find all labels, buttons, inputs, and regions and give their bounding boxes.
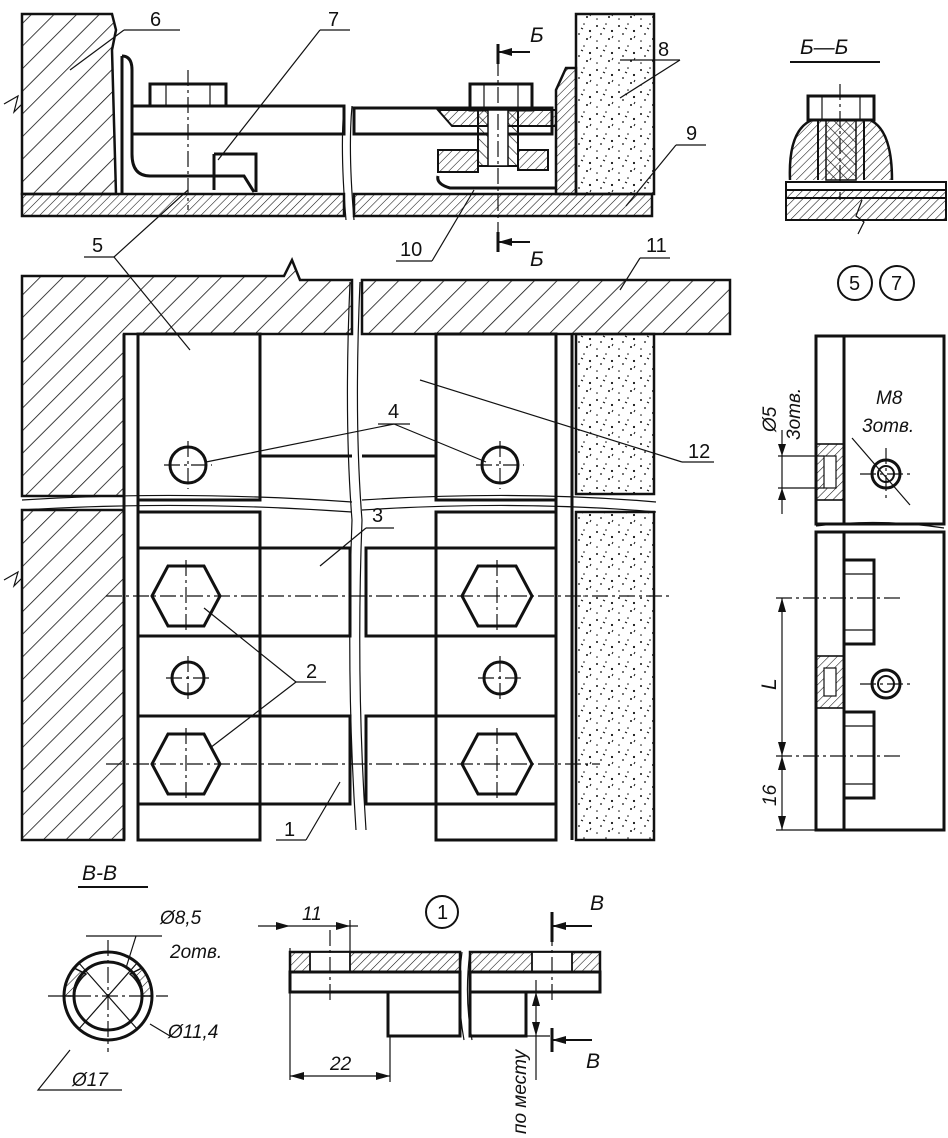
callout-6: 6	[150, 9, 161, 31]
section-vv-title: В-В	[82, 862, 117, 885]
dim-holes3a: 3отв.	[784, 388, 805, 440]
dim-11: 11	[302, 904, 322, 925]
plan-view	[3, 29, 732, 842]
bracket-right	[554, 66, 578, 196]
base-plate-left	[20, 192, 346, 218]
section-labels: Б Б Б—Б В В В-В 5 7 1	[82, 24, 902, 1073]
dim-d5: Ø5	[760, 406, 781, 433]
dimension-labels: Ø5 3отв. М8 3отв. L 16 Ø8,5 2отв. Ø11,4 …	[71, 388, 914, 1134]
dim-d114: Ø11,4	[167, 1022, 218, 1043]
insulation-8	[574, 12, 656, 196]
dim-d85: Ø8,5	[159, 908, 202, 929]
callout-3: 3	[372, 505, 383, 527]
wall-left-lower	[20, 508, 126, 842]
section-bb-title: Б—Б	[800, 36, 848, 59]
top-section-view	[3, 12, 656, 252]
callout-11: 11	[646, 235, 667, 257]
bolt-head-right	[468, 82, 534, 112]
callout-labels: 6 7 8 9 10 5 11 4 12 3 2 1	[92, 9, 710, 841]
callout-12: 12	[688, 441, 710, 463]
callout-10: 10	[400, 239, 422, 261]
callout-4: 4	[388, 401, 399, 423]
dim-pomestu: по месту	[510, 1048, 531, 1134]
circled-1: 1	[437, 902, 448, 924]
dim-22: 22	[329, 1054, 352, 1075]
part-1-detail	[258, 895, 602, 1082]
section-v-top: В	[590, 892, 604, 915]
callout-8: 8	[658, 39, 669, 61]
base-plate-right	[352, 192, 654, 218]
circled-7: 7	[891, 273, 902, 295]
wall-11-left	[20, 256, 354, 498]
dim-16: 16	[760, 784, 781, 806]
section-v-bottom: В	[586, 1050, 600, 1073]
callout-2: 2	[306, 661, 317, 683]
section-b-top: Б	[530, 24, 544, 47]
section-b-bottom: Б	[530, 248, 544, 271]
dim-d17: Ø17	[71, 1070, 109, 1091]
section-bb	[785, 61, 947, 301]
callout-5: 5	[92, 235, 103, 257]
bracket-left	[121, 54, 256, 193]
callout-1: 1	[284, 819, 295, 841]
dim-holes2: 2отв.	[169, 942, 222, 963]
circled-5: 5	[849, 273, 860, 295]
side-view-5-7	[776, 334, 946, 832]
wall-11-right	[360, 278, 732, 336]
dim-m8: М8	[876, 388, 903, 409]
wall-6	[20, 12, 118, 196]
bar-left-top	[130, 104, 346, 136]
dim-holes3b: 3отв.	[862, 416, 914, 437]
dim-L: L	[758, 678, 781, 690]
section-vv	[36, 886, 171, 1091]
callout-7: 7	[328, 9, 339, 31]
callout-9: 9	[686, 123, 697, 145]
